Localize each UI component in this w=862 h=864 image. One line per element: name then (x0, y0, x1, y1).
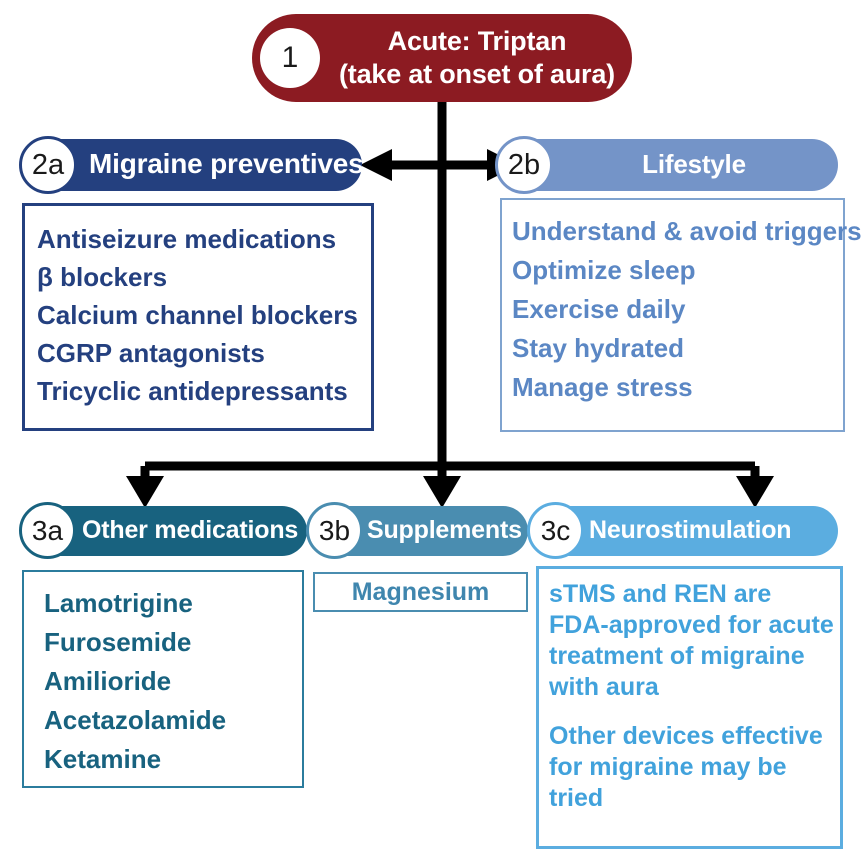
node-supplements[interactable]: 3b Supplements (306, 502, 528, 559)
list-item: Lamotrigine (44, 588, 193, 618)
branch-arrow-head-left (126, 476, 164, 508)
node-acute-badge: 1 (260, 28, 320, 88)
paragraph: sTMS and REN are FDA-approved for acute … (549, 580, 834, 701)
list-item: Exercise daily (512, 294, 686, 324)
node-acute-triptan[interactable]: 1 Acute: Triptan (take at onset of aura) (252, 14, 632, 102)
list-item: Optimize sleep (512, 255, 696, 285)
supplements-content-box: Magnesium (313, 572, 528, 612)
node-other-medications-badge: 3a (19, 502, 76, 559)
branch-arrow-head-center (423, 476, 461, 508)
list-item: CGRP antagonists (37, 338, 265, 368)
list-item: Acetazolamide (44, 705, 227, 735)
other-medications-content-box: Lamotrigine Furosemide Amilioride Acetaz… (22, 570, 304, 788)
node-preventives-badge: 2a (19, 136, 77, 194)
node-other-medications-label: Other medications (82, 516, 299, 544)
node-acute-line1: Acute: Triptan (387, 26, 567, 56)
node-other-medications[interactable]: 3a Other medications (19, 502, 307, 559)
list-item: Tricyclic antidepressants (37, 376, 348, 406)
node-acute-line2: (take at onset of aura) (339, 59, 615, 89)
list-item: Amilioride (44, 666, 172, 696)
branch-arrow-head-right (736, 476, 774, 508)
list-item: Stay hydrated (512, 333, 684, 363)
preventives-content-box: Antiseizure medications β blockers Calci… (22, 203, 374, 431)
list-item: Manage stress (512, 372, 693, 402)
node-preventives-label: Migraine preventives (89, 148, 364, 179)
list-item: Furosemide (44, 627, 192, 657)
list-item: Magnesium (351, 577, 490, 606)
node-neurostimulation-label: Neurostimulation (589, 516, 792, 544)
node-lifestyle-label: Lifestyle (642, 149, 746, 179)
bidirectional-arrow-head-left (360, 149, 392, 181)
lifestyle-list: Understand & avoid triggers Optimize sle… (512, 212, 862, 407)
node-lifestyle[interactable]: 2b Lifestyle (495, 136, 838, 194)
node-supplements-label: Supplements (367, 516, 522, 544)
node-acute-label: Acute: Triptan (take at onset of aura) (332, 25, 622, 91)
list-item: Ketamine (44, 744, 162, 774)
neurostimulation-content-box: sTMS and REN are FDA-approved for acute … (536, 566, 843, 849)
preventives-list: Antiseizure medications β blockers Calci… (37, 220, 371, 410)
node-supplements-badge: 3b (306, 502, 363, 559)
node-migraine-preventives[interactable]: 2a Migraine preventives (19, 136, 364, 194)
node-neurostimulation[interactable]: 3c Neurostimulation (527, 502, 838, 559)
node-neurostimulation-badge: 3c (527, 502, 584, 559)
other-medications-list: Lamotrigine Furosemide Amilioride Acetaz… (44, 584, 302, 779)
list-item: β blockers (37, 262, 168, 292)
list-item: Understand & avoid triggers (512, 216, 862, 246)
list-item: Calcium channel blockers (37, 300, 358, 330)
node-lifestyle-badge: 2b (495, 136, 553, 194)
lifestyle-content-box: Understand & avoid triggers Optimize sle… (500, 198, 862, 432)
paragraph: Other devices effective for migraine may… (549, 722, 823, 812)
list-item: Antiseizure medications (37, 224, 337, 254)
